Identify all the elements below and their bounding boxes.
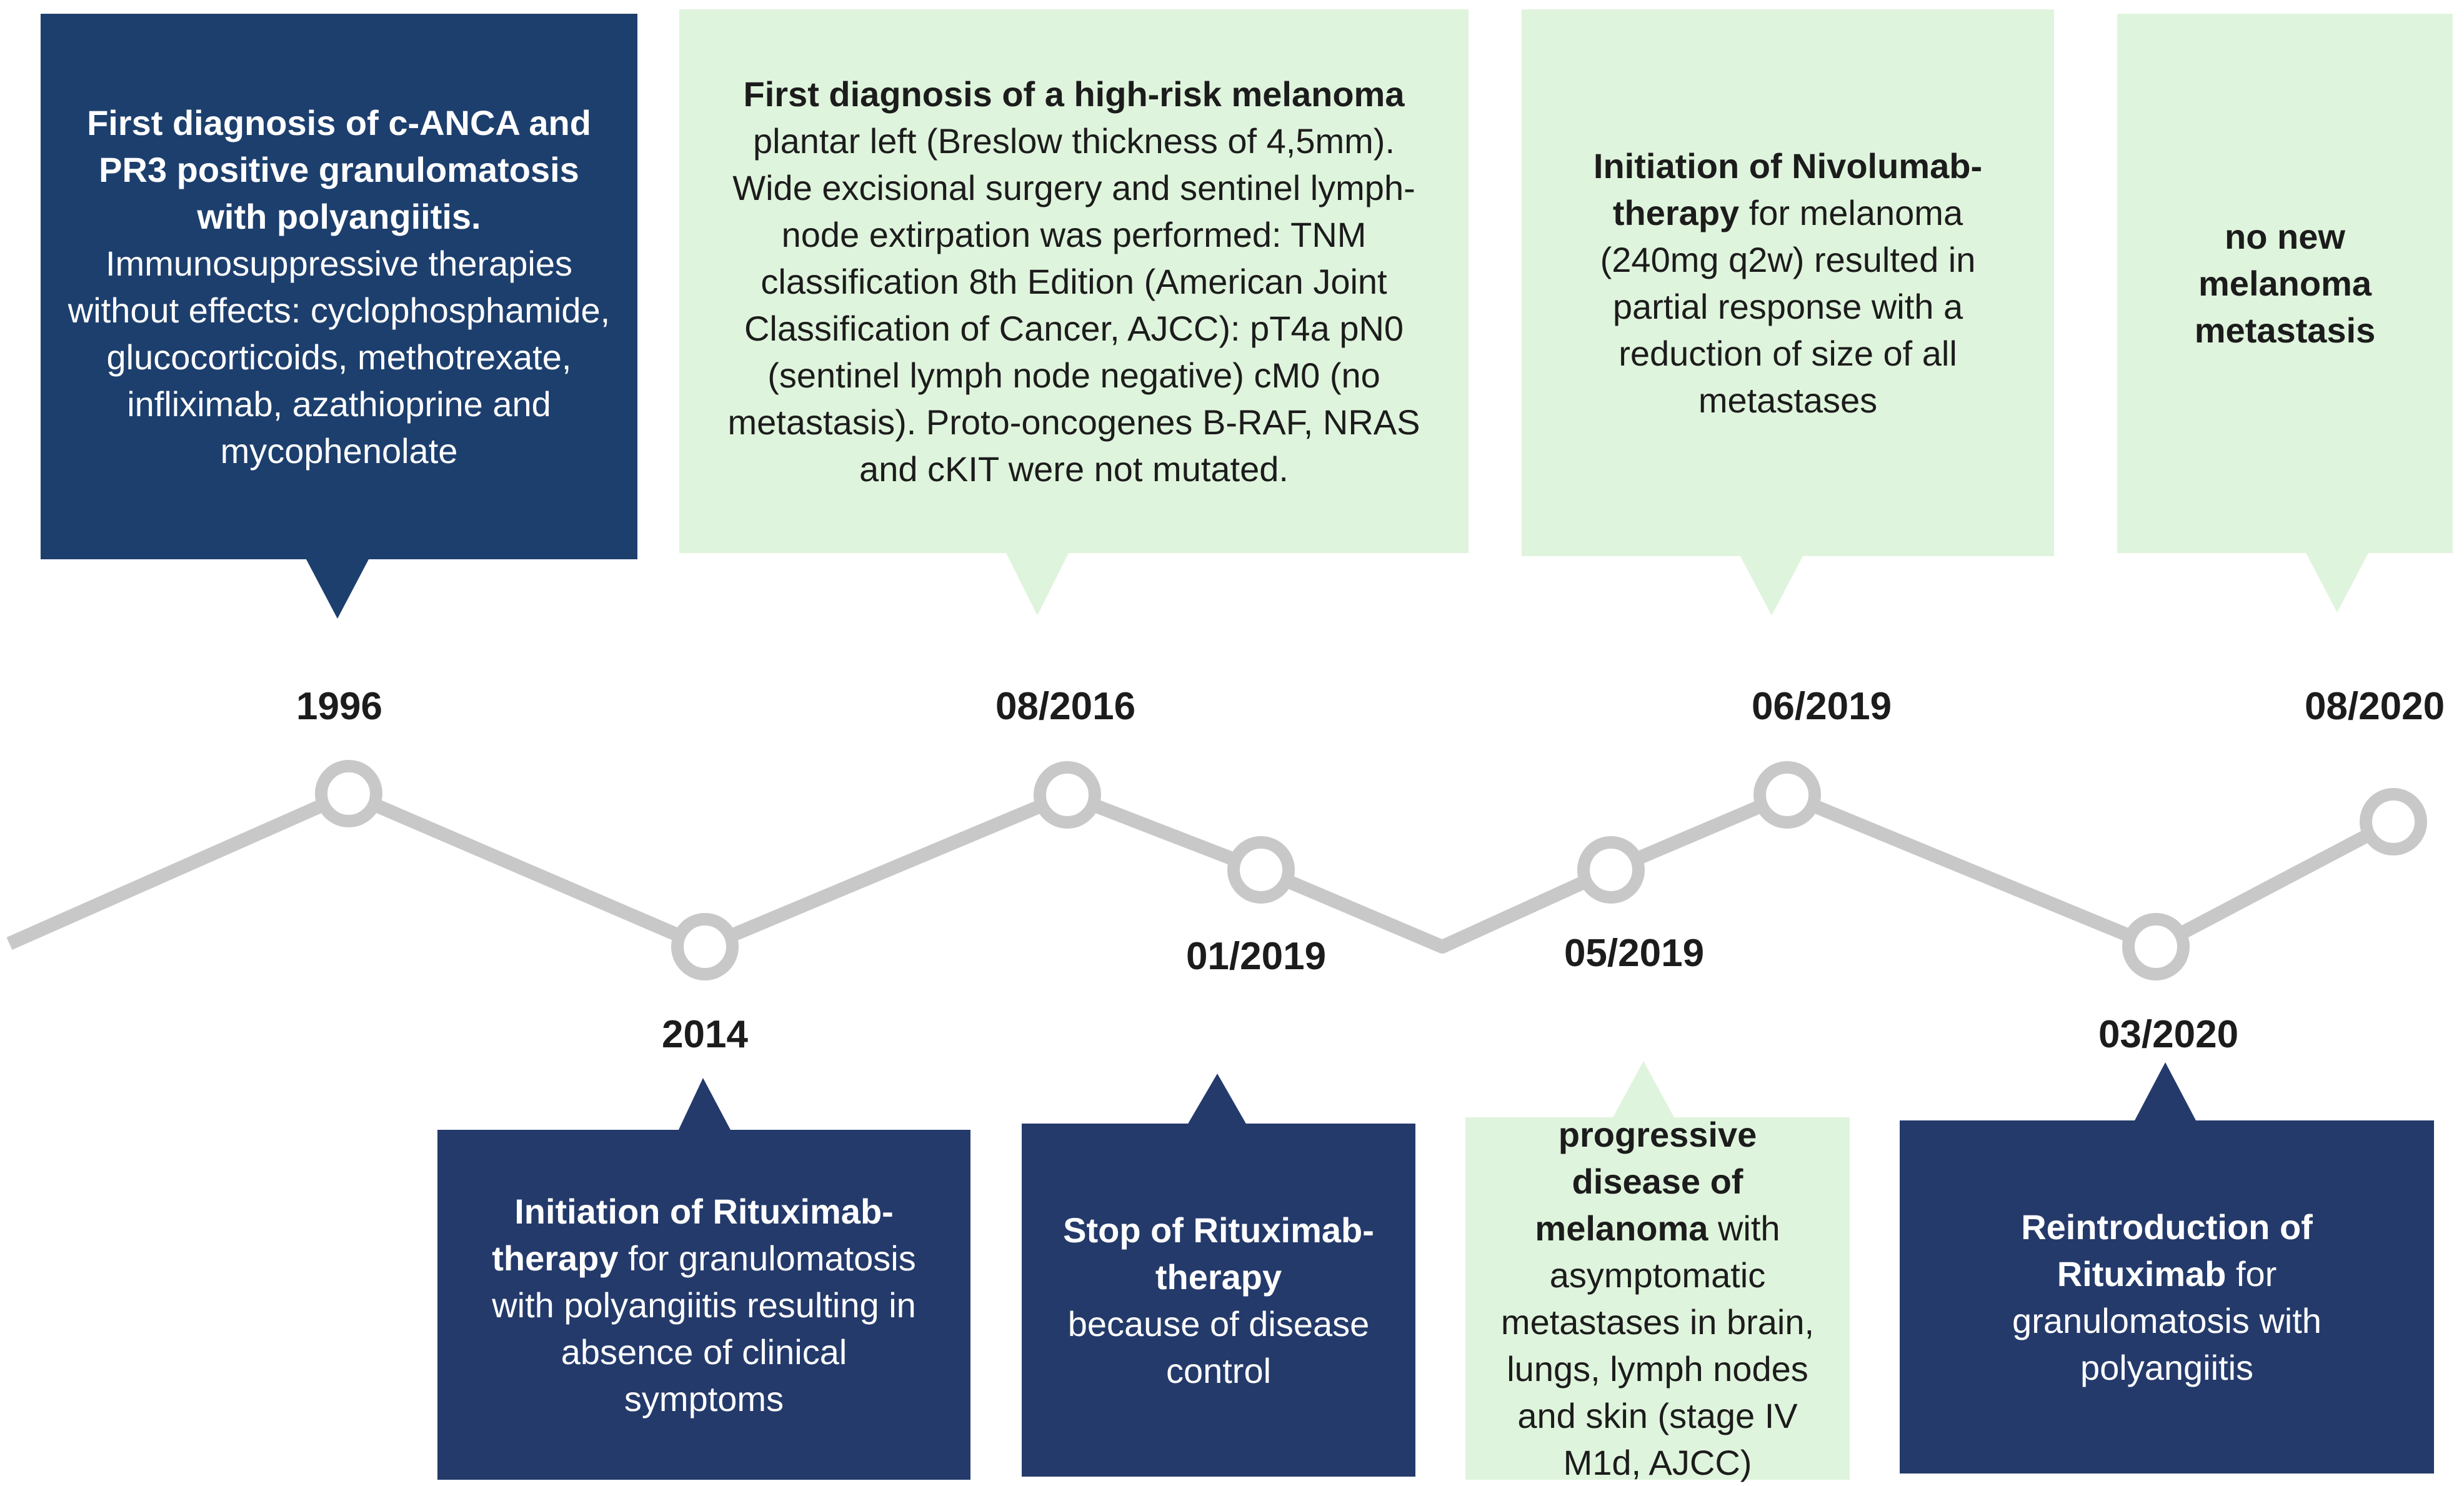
- date-label: 08/2016: [995, 685, 1136, 728]
- pointer-2020a: [2134, 1062, 2197, 1122]
- pointer-201901: [1187, 1074, 1247, 1125]
- node-2020b: [2360, 788, 2427, 855]
- event-body: because of disease control: [1067, 1304, 1370, 1390]
- pointer-2016: [1006, 553, 1069, 616]
- event-box-2016: First diagnosis of a high-risk melanoma …: [679, 9, 1469, 553]
- event-body: with asymptomatic metastases in brain, l…: [1500, 1209, 1815, 1482]
- event-box-201906: Initiation of Nivolumab-therapy for mela…: [1522, 9, 2054, 556]
- event-body: for granulomatosis with polyangiitis res…: [492, 1238, 916, 1419]
- date-label: 06/2019: [1751, 685, 1892, 728]
- event-box-2020a: Reintroduction of Rituximab for granulom…: [1900, 1120, 2434, 1474]
- date-label: 08/2020: [2304, 685, 2445, 728]
- node-2020a: [2122, 913, 2190, 980]
- event-box-1996: First diagnosis of c-ANCA and PR3 positi…: [41, 14, 637, 559]
- event-title: no new melanoma metastasis: [2194, 217, 2376, 350]
- pointer-1996: [306, 559, 369, 619]
- event-title: First diagnosis of c-ANCA and PR3 positi…: [87, 102, 591, 236]
- event-body: Immunosuppressive therapies without effe…: [67, 243, 611, 471]
- pointer-2020b: [2306, 553, 2368, 612]
- date-label: 01/2019: [1185, 935, 1327, 978]
- node-201901: [1227, 836, 1295, 904]
- event-box-2014: Initiation of Rituximab-therapy for gran…: [437, 1130, 970, 1480]
- event-title: First diagnosis of a high-risk melanoma: [743, 74, 1405, 114]
- node-201906: [1753, 761, 1821, 829]
- event-title: progressive disease of melanoma: [1535, 1115, 1757, 1248]
- event-title: Initiation of Rituximab-therapy: [492, 1191, 894, 1278]
- event-title: Initiation of Nivolumab-therapy: [1593, 146, 1983, 232]
- node-1996: [315, 760, 382, 827]
- date-label: 05/2019: [1564, 932, 1705, 975]
- date-label: 1996: [296, 685, 382, 728]
- event-title: Stop of Rituximab-therapy: [1063, 1210, 1374, 1297]
- event-box-201901: Stop of Rituximab-therapy because of dis…: [1022, 1124, 1415, 1477]
- pointer-2014: [678, 1078, 731, 1131]
- event-body: for melanoma (240mg q2w) resulted in par…: [1600, 192, 1976, 420]
- event-title: Reintroduction of Rituximab: [2021, 1207, 2313, 1294]
- node-2016: [1034, 761, 1101, 829]
- timeline-line: [6, 787, 2397, 954]
- event-body: plantar left (Breslow thickness of 4,5mm…: [727, 121, 1420, 489]
- event-body: for granulomatosis with polyangiitis: [2012, 1254, 2322, 1387]
- event-box-2020b: no new melanoma metastasis: [2117, 14, 2453, 553]
- date-label: 03/2020: [2098, 1013, 2239, 1056]
- date-label: 2014: [662, 1013, 748, 1056]
- pointer-201906: [1740, 556, 1803, 616]
- event-box-201905: progressive disease of melanoma with asy…: [1465, 1115, 1850, 1482]
- node-2014: [671, 913, 739, 980]
- node-201905: [1577, 836, 1645, 904]
- pointer-201905: [1612, 1061, 1675, 1119]
